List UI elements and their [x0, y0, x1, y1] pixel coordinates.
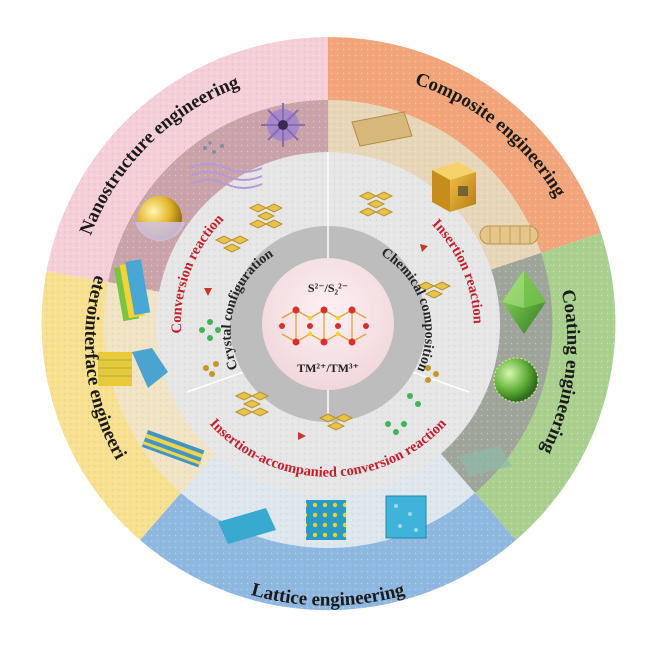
coating-illustrations	[458, 270, 546, 476]
center-disc	[262, 258, 394, 390]
nanostructure-illustrations	[135, 103, 305, 241]
center-label-top: S²⁻/S₂²⁻	[308, 281, 348, 295]
center-label-bottom: TM²⁺/TM³⁺	[297, 361, 359, 375]
reaction-arrows	[204, 244, 428, 440]
composite-illustrations	[351, 111, 539, 245]
center-crystal-structure	[279, 306, 369, 346]
heterointerface-illustrations	[98, 259, 205, 468]
lattice-illustrations	[218, 495, 427, 544]
middle-ring-crystals	[199, 191, 452, 440]
